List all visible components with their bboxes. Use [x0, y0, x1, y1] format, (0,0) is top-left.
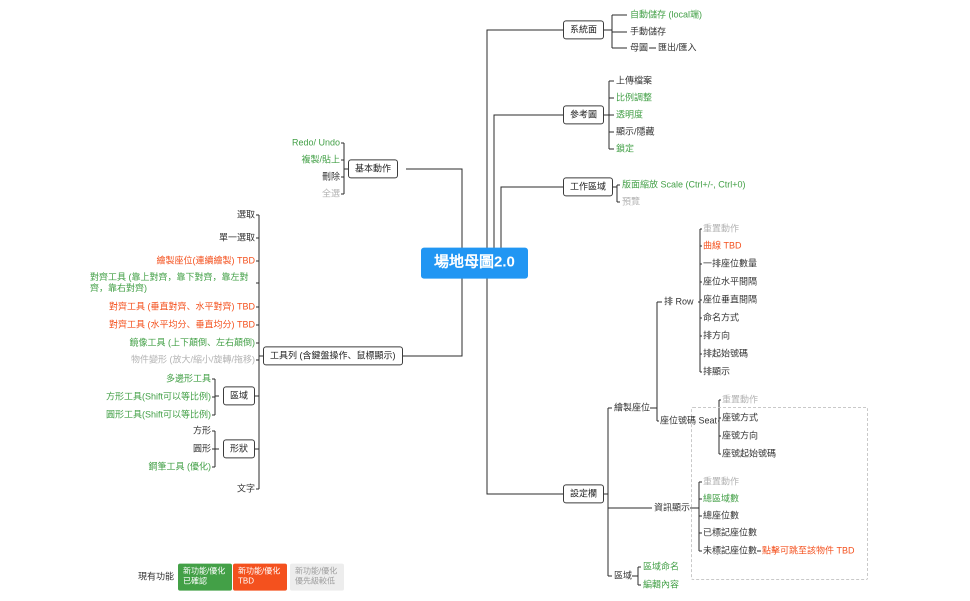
branch-basic-actions[interactable]: 基本動作: [348, 159, 399, 179]
node-shape-circle[interactable]: 圓形: [192, 443, 211, 454]
node-curve-tbd[interactable]: 曲線 TBD: [703, 240, 742, 251]
node-circle-tool[interactable]: 圓形工具(Shift可以等比例): [105, 409, 211, 420]
node-object-transform[interactable]: 物件變形 (放大/縮小/旋轉/拖移): [131, 354, 255, 365]
branch-shape-tools[interactable]: 形狀: [222, 439, 255, 459]
node-select[interactable]: 選取: [236, 209, 255, 220]
node-polygon-tool[interactable]: 多邊形工具: [165, 373, 211, 384]
node-scale-adjust[interactable]: 比例調整: [616, 92, 653, 103]
legend-confirmed[interactable]: 新功能/優化已確認: [178, 563, 232, 591]
node-shape-rect[interactable]: 方形: [192, 425, 211, 436]
node-seat-v-gap[interactable]: 座位垂直間隔: [703, 294, 758, 305]
branch-system[interactable]: 系統面: [563, 20, 605, 40]
node-seat-start-number[interactable]: 座號起始號碼: [722, 448, 777, 459]
branch-toolbar[interactable]: 工具列 (含鍵盤操作、鼠標顯示): [263, 346, 403, 366]
node-seat-h-gap[interactable]: 座位水平間隔: [703, 276, 758, 287]
node-area-settings[interactable]: 區域: [614, 570, 633, 581]
node-text-tool[interactable]: 文字: [236, 483, 255, 494]
branch-reference[interactable]: 參考圖: [563, 105, 605, 125]
node-show-hide[interactable]: 顯示/隱藏: [616, 126, 655, 137]
node-delete[interactable]: 刪除: [321, 171, 340, 182]
node-manual-save[interactable]: 手動儲存: [630, 26, 667, 37]
node-redo-undo[interactable]: Redo/ Undo: [291, 137, 340, 148]
node-edit-content[interactable]: 編輯內容: [643, 579, 680, 590]
node-seat-reset[interactable]: 重置動作: [722, 394, 759, 405]
node-jump-to-object[interactable]: 點擊可跳至該物件 TBD: [762, 545, 855, 556]
branch-settings[interactable]: 設定欄: [563, 484, 605, 504]
node-area-naming[interactable]: 區域命名: [643, 561, 680, 572]
node-draw-seat[interactable]: 繪製座位: [614, 402, 651, 413]
node-auto-save[interactable]: 自動儲存 (local端): [630, 9, 703, 20]
node-seat-number-direction[interactable]: 座號方向: [722, 430, 759, 441]
legend-tbd[interactable]: 新功能/優化TBD: [233, 563, 287, 591]
trunk-lines: [403, 29, 563, 495]
node-draw-seat-continuous[interactable]: 繪製座位(連續繪製) TBD: [156, 255, 256, 266]
node-row-reset[interactable]: 重置動作: [703, 223, 740, 234]
node-rect-tool[interactable]: 方形工具(Shift可以等比例): [105, 391, 211, 402]
node-align-tools-center[interactable]: 對齊工具 (垂直對齊、水平對齊) TBD: [109, 301, 255, 312]
node-preview[interactable]: 預覽: [622, 196, 641, 207]
node-row-direction[interactable]: 排方向: [703, 330, 731, 341]
node-unmarked-seats[interactable]: 未標記座位數: [703, 545, 758, 556]
root-topic[interactable]: 場地母圖2.0: [421, 247, 528, 279]
node-marked-seats[interactable]: 已標記座位數: [703, 527, 758, 538]
node-info-reset[interactable]: 重置動作: [703, 476, 740, 487]
node-copy-paste[interactable]: 複製/貼上: [301, 154, 340, 165]
node-row[interactable]: 排 Row: [664, 296, 694, 307]
node-mirror-tool[interactable]: 鏡像工具 (上下顛倒、左右顛倒): [129, 337, 256, 348]
node-seats-per-row[interactable]: 一排座位數量: [703, 258, 758, 269]
node-lock[interactable]: 鎖定: [616, 143, 635, 154]
node-mother-map[interactable]: 母圖: [630, 42, 649, 53]
node-select-all[interactable]: 全選: [321, 188, 340, 199]
legend-existing[interactable]: 現有功能: [138, 571, 175, 582]
node-upload-file[interactable]: 上傳檔案: [616, 75, 653, 86]
node-info-display[interactable]: 資訊顯示: [654, 502, 691, 513]
dashed-group-box: [691, 407, 868, 580]
node-seat-number[interactable]: 座位號碼 Seat: [660, 415, 718, 426]
node-row-display[interactable]: 排顯示: [703, 366, 731, 377]
node-align-tools-edges[interactable]: 對齊工具 (靠上對齊，靠下對齊，靠左對齊，靠右對齊): [90, 271, 249, 293]
branch-area-tools[interactable]: 區域: [222, 386, 255, 406]
branch-workspace[interactable]: 工作區域: [563, 177, 614, 197]
node-single-select[interactable]: 單一選取: [218, 232, 255, 243]
node-align-tools-distribute[interactable]: 對齊工具 (水平均分、垂直均分) TBD: [109, 319, 255, 330]
node-pen-tool[interactable]: 鋼筆工具 (優化): [148, 461, 212, 472]
legend-low-priority[interactable]: 新功能/優化優先級較低: [290, 563, 344, 591]
node-opacity[interactable]: 透明度: [616, 109, 644, 120]
node-row-start-number[interactable]: 排起始號碼: [703, 348, 749, 359]
node-naming-method[interactable]: 命名方式: [703, 312, 740, 323]
node-total-areas[interactable]: 總區域數: [703, 493, 740, 504]
node-export-import[interactable]: 匯出/匯入: [658, 42, 697, 53]
node-canvas-zoom[interactable]: 版面縮放 Scale (Ctrl+/-, Ctrl+0): [622, 179, 746, 190]
node-total-seats[interactable]: 總座位數: [703, 510, 740, 521]
node-seat-numbering-method[interactable]: 座號方式: [722, 412, 759, 423]
